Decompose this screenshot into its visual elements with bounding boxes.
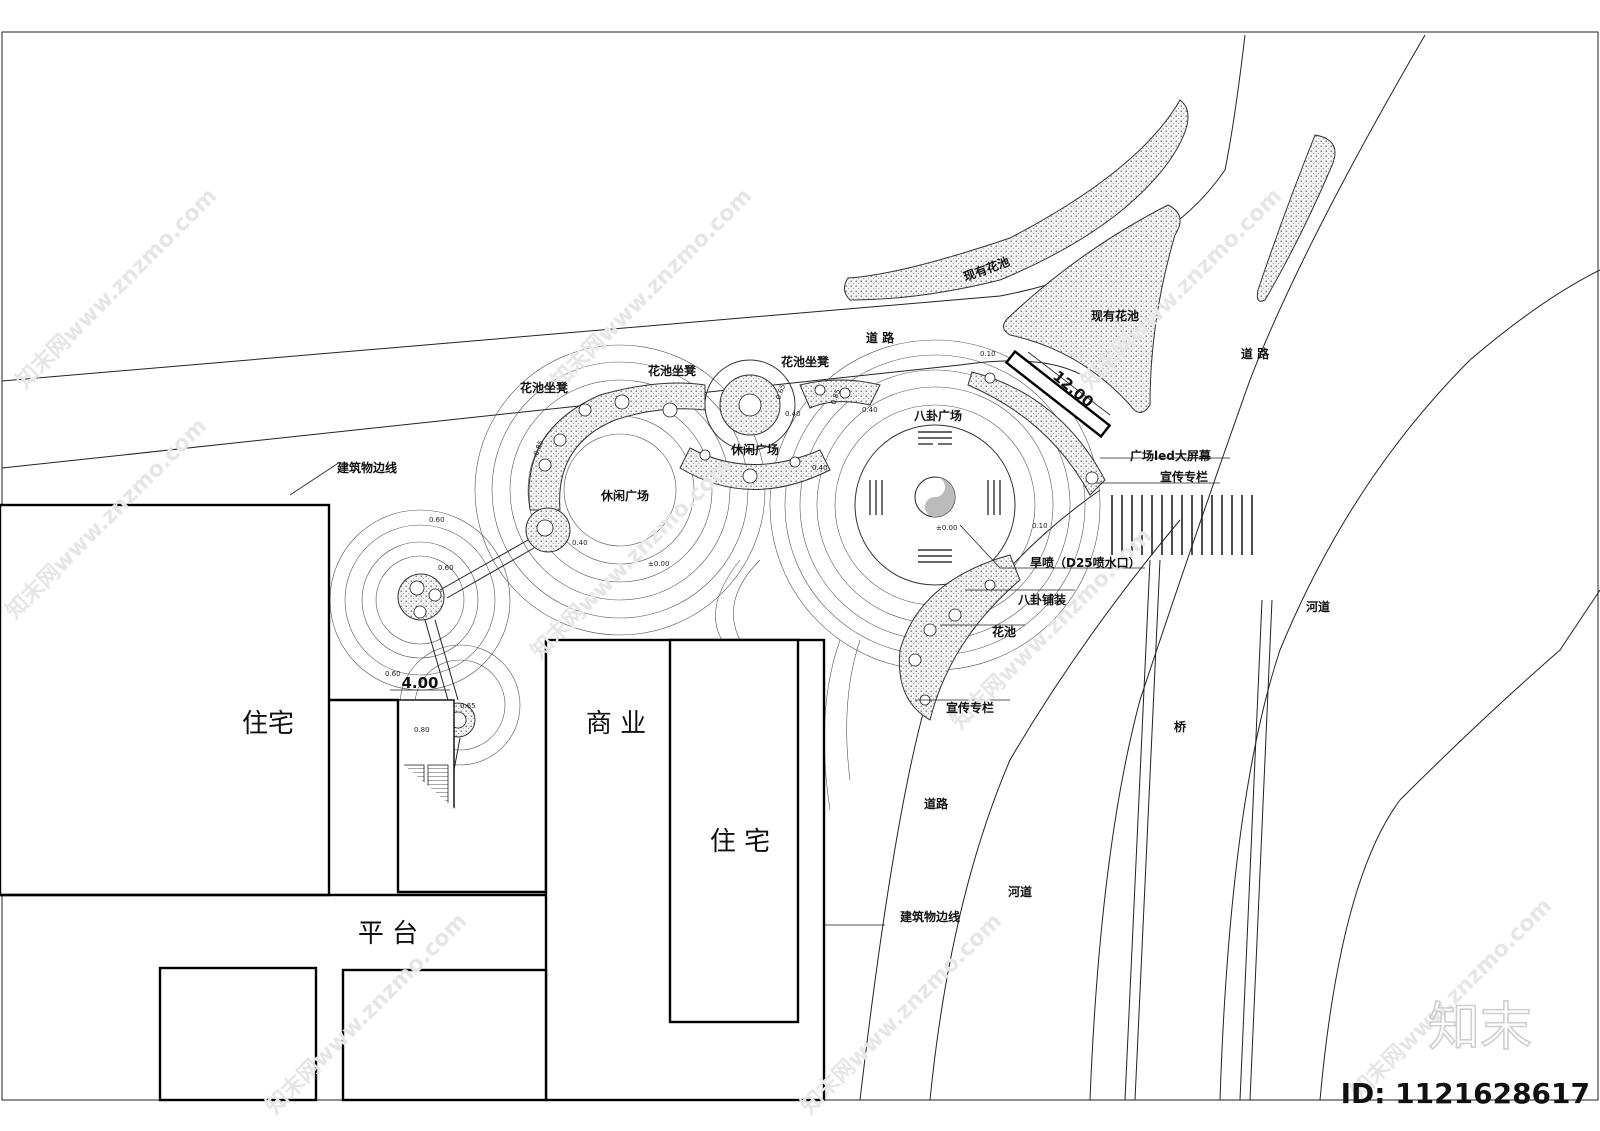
building-lower-2	[341, 968, 548, 1102]
elevation-mark: 0.60	[438, 564, 454, 572]
label-bench-3: 花池坐凳	[781, 354, 830, 369]
label-notice-board-2: 宣传专栏	[946, 700, 994, 715]
label-building-line-2: 建筑物边线	[899, 909, 960, 924]
existing-flower-bed-triangle	[1003, 204, 1181, 413]
label-road-top: 道 路	[866, 330, 895, 345]
watermark-text-1: 知末网www.znzmo.com	[11, 183, 222, 394]
bridge-line-3	[1239, 599, 1263, 1101]
drawing-id: ID: 1121628617	[1341, 1077, 1590, 1110]
elevation-mark: 0.65	[774, 383, 787, 400]
watermark-text-8: 知末网www.znzmo.com	[796, 908, 1007, 1119]
elevation-mark: 0.65	[460, 702, 476, 710]
label-commercial: 商 业	[586, 709, 646, 739]
elevation-mark: 0.40	[785, 410, 801, 418]
label-building-line-1: 建筑物边线	[336, 460, 397, 475]
building-residential-1	[0, 503, 331, 897]
bridge-line-1	[1124, 559, 1151, 1101]
label-led-screen: 广场led大屏幕	[1130, 448, 1212, 463]
elevation-mark: ±0.00	[648, 560, 669, 568]
label-river-1: 河道	[1305, 599, 1330, 614]
label-existing-bed-2: 现有花池	[1091, 308, 1139, 323]
elevation-mark: ±0.00	[936, 524, 957, 532]
tree-symbols	[409, 372, 1099, 784]
label-leisure-plaza-1: 休闲广场	[600, 488, 649, 503]
leader-lines	[289, 457, 1230, 926]
existing-flower-bed-sliver	[1256, 134, 1336, 302]
road-edge-bottom	[1, 360, 1091, 469]
label-dry-fountain: 旱喷（D25喷水口）	[1030, 555, 1141, 570]
elevation-mark: 0.80	[414, 726, 430, 734]
label-dim-4: 4.00	[401, 674, 438, 692]
label-flower-bed: 花池	[992, 624, 1016, 639]
led-screen	[1004, 349, 1112, 439]
bagua-paving	[854, 424, 1016, 586]
label-residential-2: 住 宅	[710, 827, 770, 857]
bridge-line-4	[1249, 599, 1273, 1101]
label-residential-1: 住宅	[242, 709, 294, 739]
bench-bed-arc-mid	[679, 447, 831, 490]
elevation-mark: 0.10	[980, 350, 996, 358]
bench-bed-arc-left	[528, 382, 706, 511]
elevation-mark: 0.40	[812, 464, 828, 472]
label-road-right: 道 路	[1241, 346, 1270, 361]
bench-bed-right-arc	[967, 371, 1106, 496]
crosswalk	[1111, 495, 1253, 555]
elevation-mark: 0.40	[572, 539, 588, 547]
label-bagua-paving: 八卦铺装	[1017, 592, 1066, 607]
elevation-mark: 0.60	[385, 670, 401, 678]
road-right-edge-1	[1089, 34, 1426, 1101]
building-lower-1	[158, 966, 318, 1102]
label-river-2: 河道	[1007, 884, 1032, 899]
label-bagua-plaza: 八卦广场	[913, 408, 962, 423]
flower-bed-sw	[898, 554, 1021, 721]
elevation-mark: 0.10	[1032, 522, 1048, 530]
bridge-line-2	[1134, 559, 1161, 1101]
road-lower-edge-2	[929, 519, 1181, 1101]
planter-round-2	[397, 573, 445, 621]
label-notice-board-1: 宣传专栏	[1160, 469, 1208, 484]
river-edge	[1319, 589, 1600, 1101]
elevation-mark: 0.60	[429, 516, 445, 524]
label-bridge: 桥	[1174, 719, 1187, 734]
watermark-logo: 知末	[1428, 998, 1532, 1058]
existing-flower-bed-strip	[844, 99, 1189, 301]
label-bench-2: 花池坐凳	[648, 363, 697, 378]
building-residential-2	[668, 638, 800, 1024]
label-road-lower: 道路	[924, 796, 949, 811]
watermark-text-2: 知末网www.znzmo.com	[546, 183, 757, 394]
label-platform: 平 台	[358, 919, 418, 949]
dimension-line-12	[1027, 351, 1111, 416]
elevation-mark: 0.40	[862, 406, 878, 414]
label-leisure-plaza-2: 休闲广场	[730, 442, 779, 457]
road-right-edge-2	[1219, 269, 1600, 1101]
label-bench-1: 花池坐凳	[520, 380, 569, 395]
